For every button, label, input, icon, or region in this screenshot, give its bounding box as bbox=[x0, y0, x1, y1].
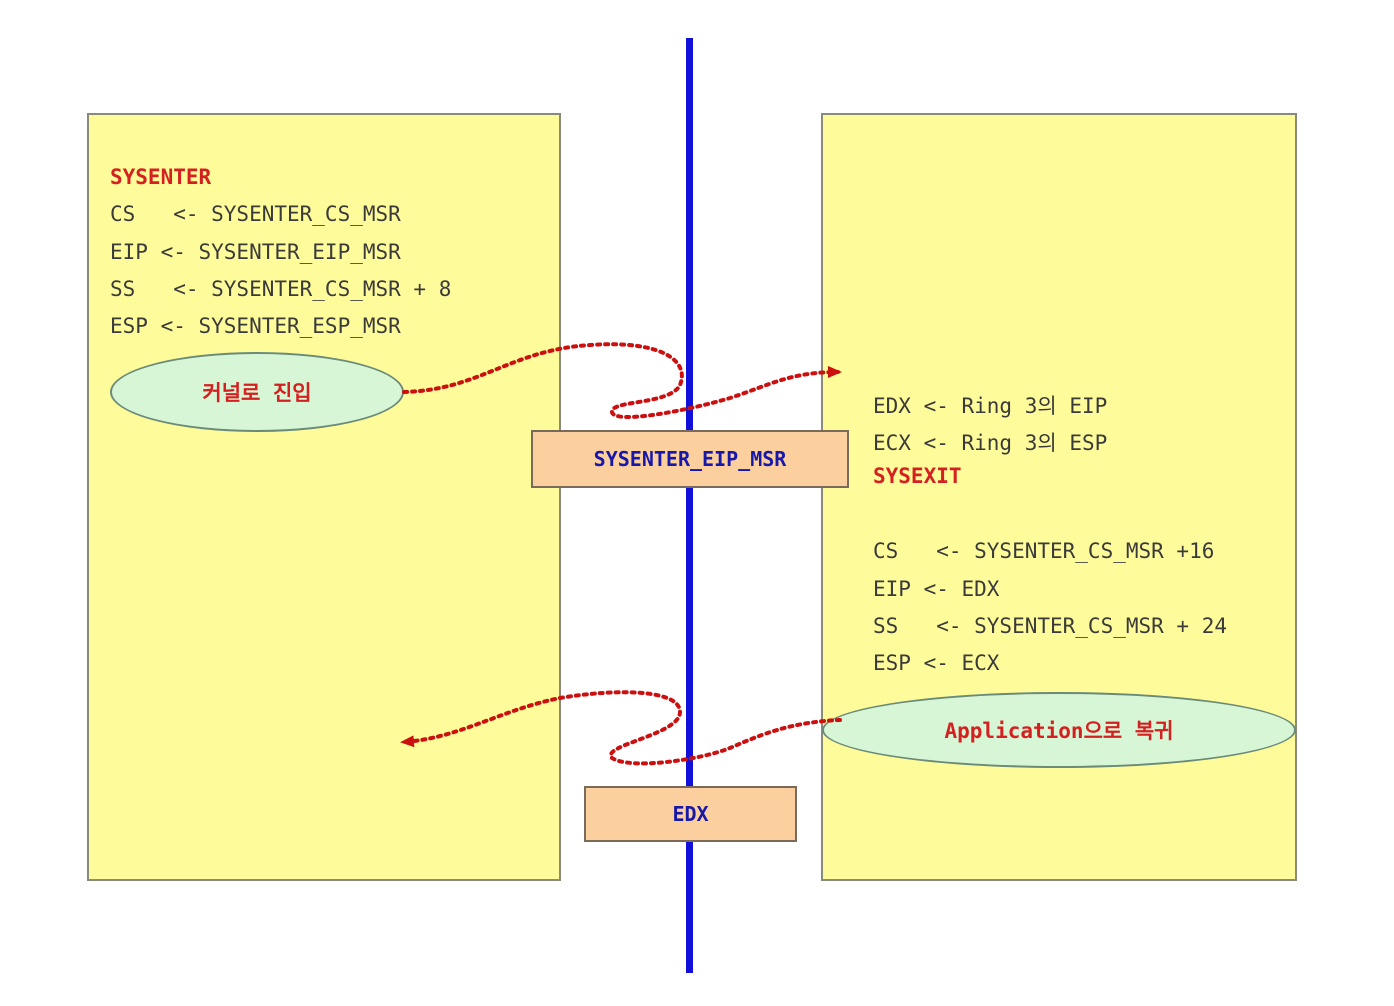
sysenter-line-esp: ESP <- SYSENTER_ESP_MSR bbox=[110, 314, 401, 338]
sysexit-line-cs: CS <- SYSENTER_CS_MSR +16 bbox=[873, 539, 1215, 563]
return-application-arrow bbox=[400, 690, 842, 766]
edx-box: EDX bbox=[584, 786, 797, 842]
enter-kernel-arrow bbox=[402, 342, 842, 419]
return-application-ellipse: Application으로 복귀 bbox=[822, 692, 1296, 768]
sysexit-line-esp: ESP <- ECX bbox=[873, 651, 1000, 675]
sysenter-line-eip: EIP <- SYSENTER_EIP_MSR bbox=[110, 240, 401, 264]
sysexit-pre-edx: EDX <- Ring 3의 EIP bbox=[873, 394, 1108, 418]
sysenter-eip-msr-box: SYSENTER_EIP_MSR bbox=[531, 430, 849, 488]
center-divider-line bbox=[686, 38, 693, 973]
sysexit-line-eip: EIP <- EDX bbox=[873, 577, 1000, 601]
sysexit-title: SYSEXIT bbox=[873, 464, 962, 488]
sysexit-line-ss: SS <- SYSENTER_CS_MSR + 24 bbox=[873, 614, 1228, 638]
sysenter-line-ss: SS <- SYSENTER_CS_MSR + 8 bbox=[110, 277, 452, 301]
sysenter-line-cs: CS <- SYSENTER_CS_MSR bbox=[110, 202, 401, 226]
user-mode-panel bbox=[87, 113, 561, 881]
sysexit-pre-ecx: ECX <- Ring 3의 ESP bbox=[873, 431, 1108, 455]
enter-kernel-ellipse: 커널로 진입 bbox=[110, 352, 404, 432]
sysenter-title: SYSENTER bbox=[110, 165, 212, 189]
